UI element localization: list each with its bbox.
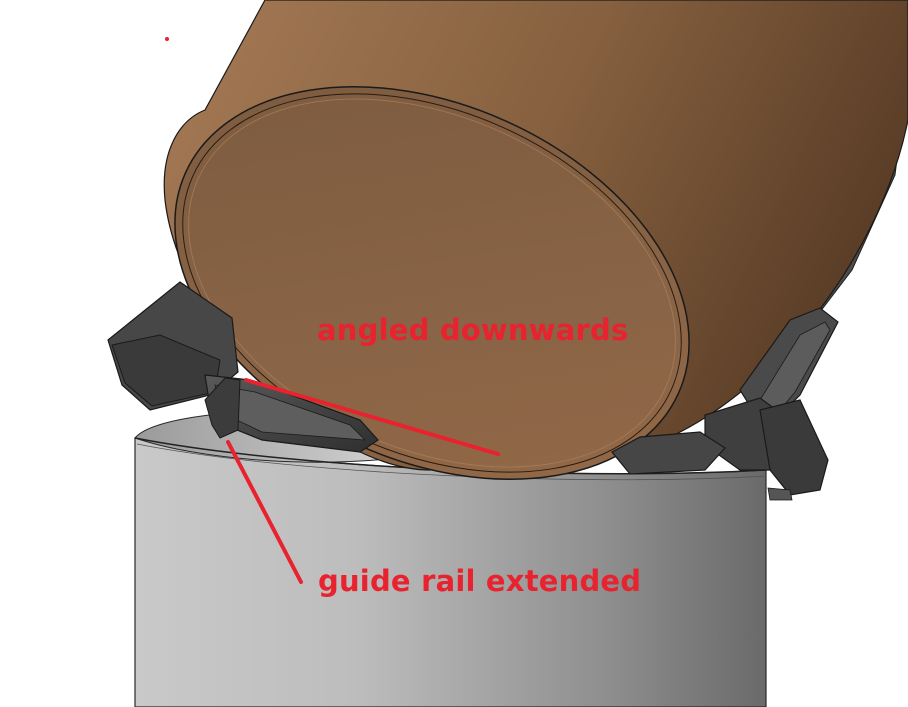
angled-pointer-line [244,378,500,456]
guide-rail-extended-label: guide rail extended [318,564,642,598]
right-guide-rail [611,307,839,501]
rail-pointer-line [226,440,303,584]
angled-downwards-label: angled downwards [317,313,629,347]
drum-icon [163,0,908,480]
left-guide-rail [107,281,379,453]
stray-dot [165,37,169,41]
